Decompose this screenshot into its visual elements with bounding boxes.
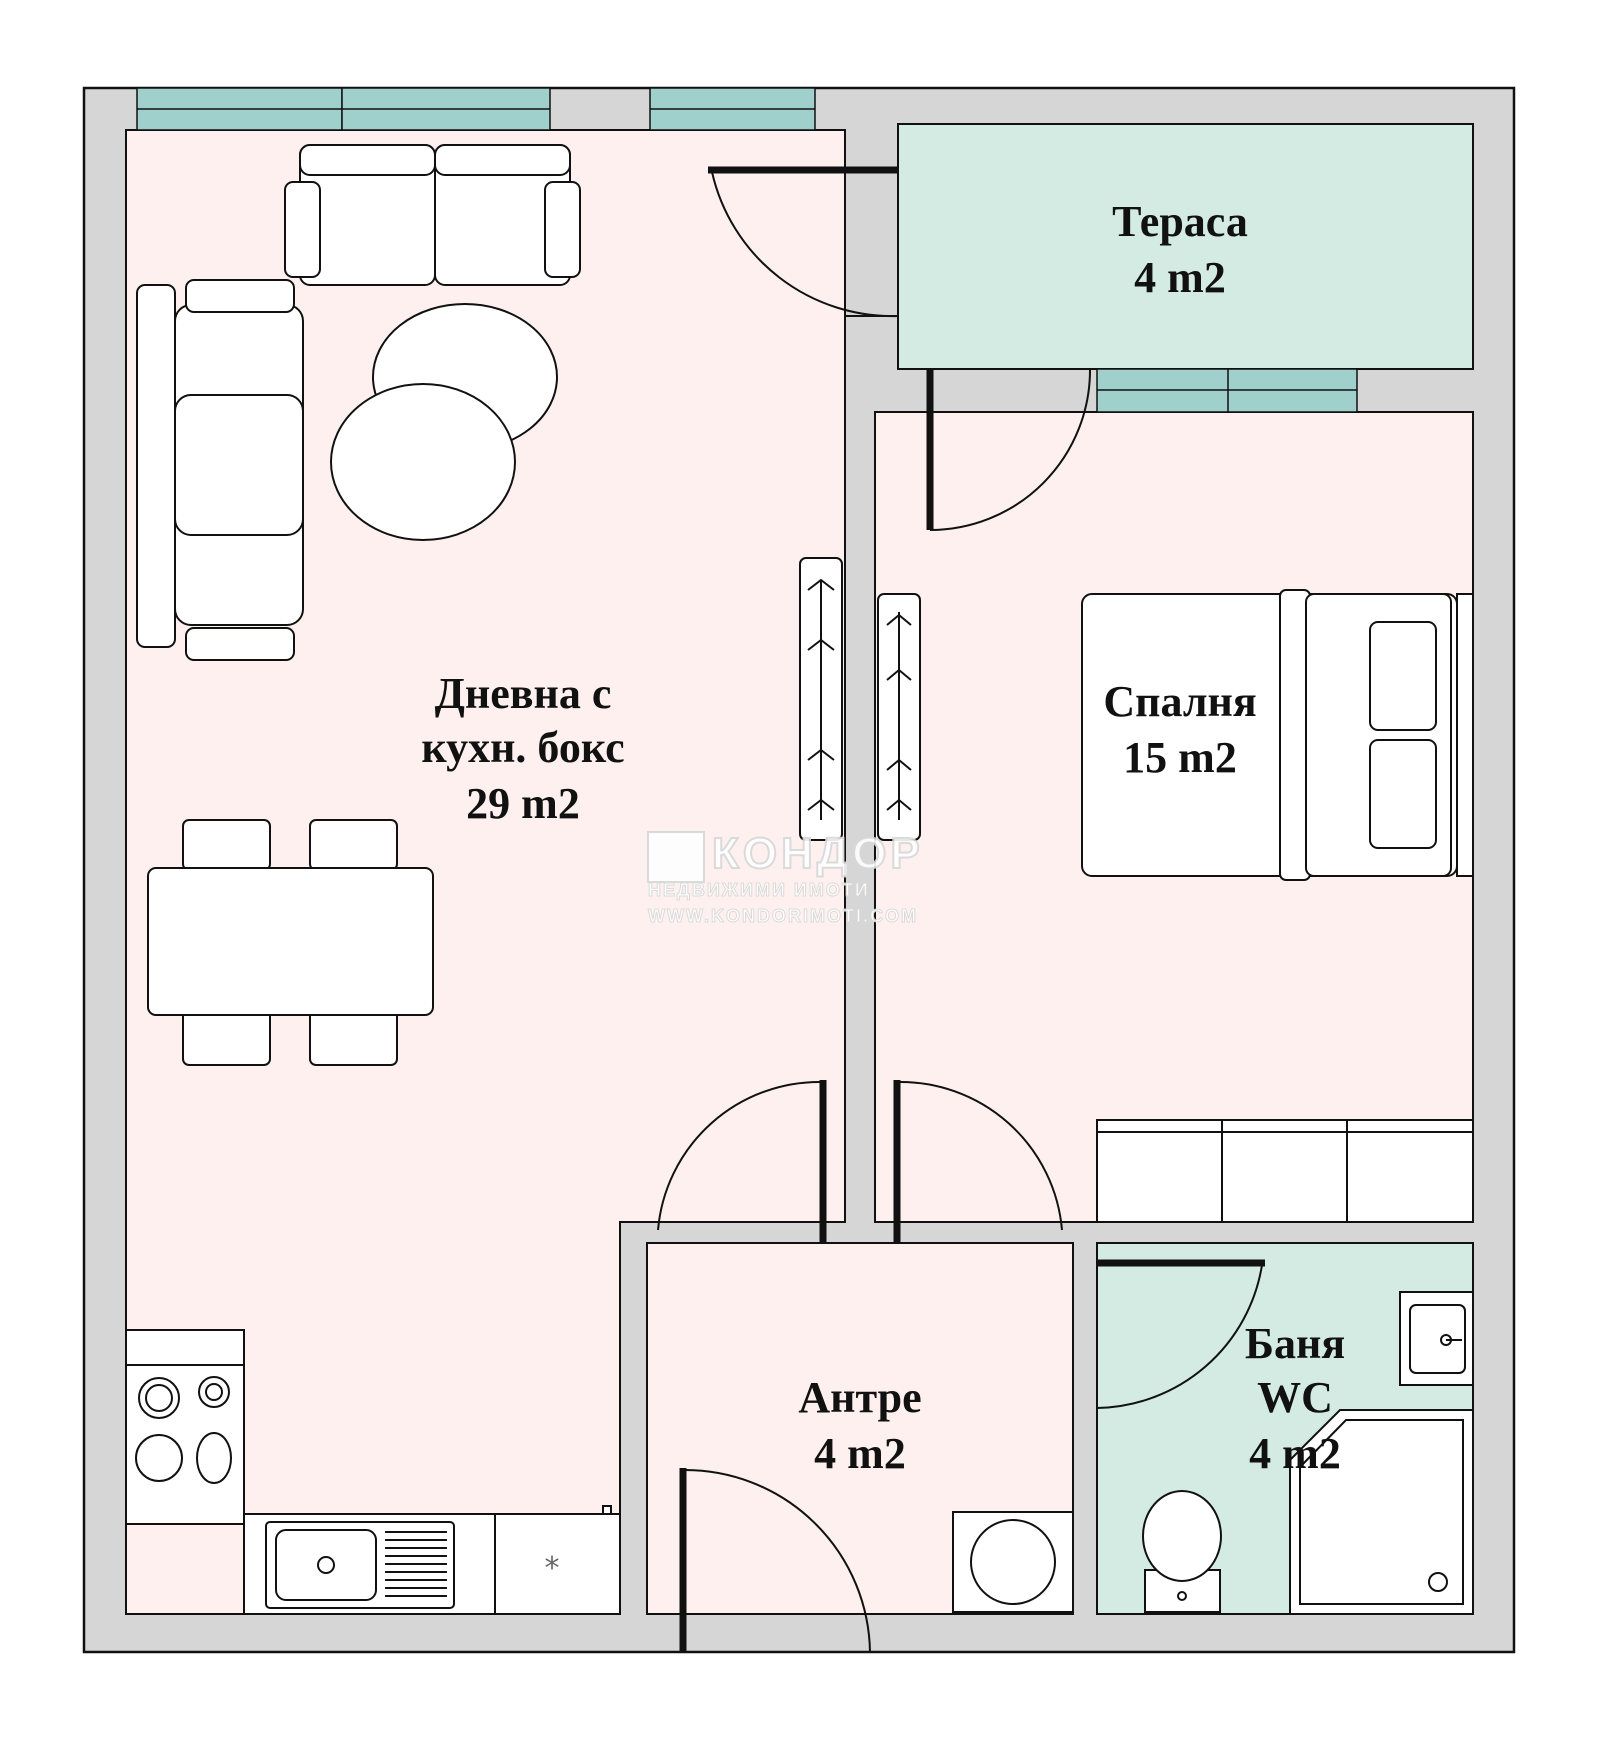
dining-set bbox=[147, 819, 434, 1066]
bedroom-name: Спалня bbox=[1103, 677, 1256, 726]
doors bbox=[657, 166, 1265, 1653]
bathroom-area: 4 m2 bbox=[1249, 1429, 1341, 1478]
hall-area: 4 m2 bbox=[814, 1429, 906, 1478]
living-room-floor bbox=[125, 129, 846, 1615]
living-name-line1: Дневна с bbox=[435, 669, 612, 718]
watermark: КОНДОР НЕДВИЖИМИ ИМОТИ WWW.KONDORIMOTI.C… bbox=[647, 828, 924, 927]
washbasin bbox=[1399, 1291, 1474, 1386]
hall-name: Антре bbox=[798, 1373, 921, 1422]
bathroom-name-line1: Баня bbox=[1245, 1319, 1345, 1368]
terrace-name: Тераса bbox=[1112, 197, 1248, 246]
watermark-logo-icon bbox=[647, 831, 705, 883]
wardrobe-living bbox=[799, 557, 843, 841]
coffee-tables bbox=[330, 303, 558, 541]
windows bbox=[136, 87, 1358, 413]
terrace-floor bbox=[897, 123, 1474, 370]
bathroom-name-line2: WC bbox=[1257, 1373, 1333, 1422]
terrace-area: 4 m2 bbox=[1134, 253, 1226, 302]
watermark-url: WWW.KONDORIMOTI.COM bbox=[648, 906, 918, 926]
washing-machine bbox=[952, 1511, 1074, 1613]
bedroom-area: 15 m2 bbox=[1123, 733, 1237, 782]
wardrobe-bedroom bbox=[877, 593, 921, 841]
kitchen: * bbox=[125, 1329, 621, 1615]
shower-tray bbox=[1289, 1409, 1474, 1615]
toilet bbox=[1142, 1490, 1222, 1613]
watermark-tagline: НЕДВИЖИМИ ИМОТИ bbox=[648, 880, 870, 900]
watermark-brand: КОНДОР bbox=[712, 829, 924, 878]
living-name-line2: кухн. бокс bbox=[421, 723, 624, 772]
room-labels: Дневна с кухн. бокс 29 m2 Тераса 4 m2 Сп… bbox=[421, 197, 1345, 1478]
double-bed bbox=[1081, 589, 1474, 881]
bedroom-wardrobe bbox=[1096, 1119, 1474, 1223]
sofa-left bbox=[136, 279, 304, 661]
sofa-top bbox=[284, 144, 581, 286]
svg-text:*: * bbox=[545, 1551, 560, 1586]
living-area: 29 m2 bbox=[466, 779, 580, 828]
